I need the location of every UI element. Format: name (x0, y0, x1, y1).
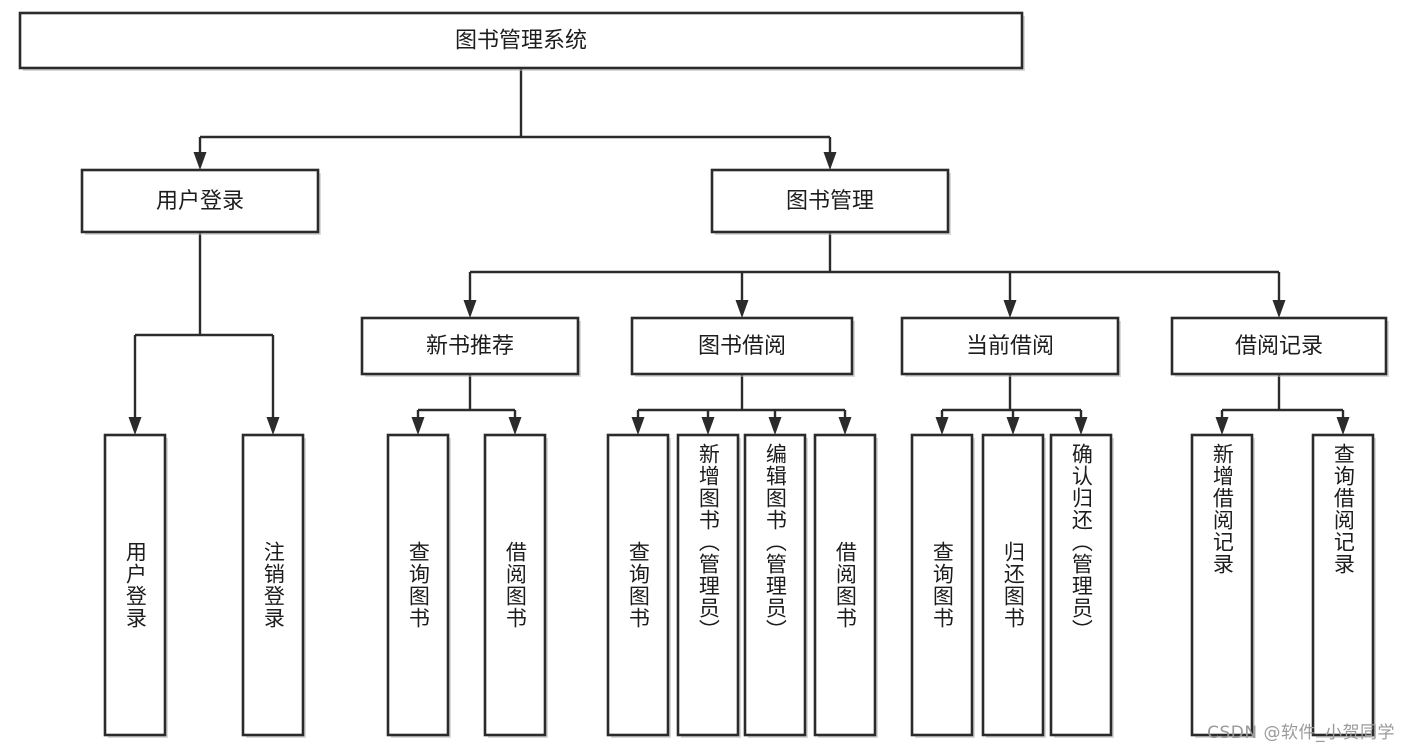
arrow-head-icon (838, 417, 852, 435)
node-label-root: 图书管理系统 (455, 29, 587, 54)
node-leaf-borrow-book-1[interactable] (483, 433, 548, 738)
node-leaf-query-book-3[interactable] (910, 433, 975, 738)
arrow-head-icon (1003, 300, 1017, 318)
arrow-head-icon (1272, 300, 1286, 318)
node-current-borrow[interactable]: 当前借阅 (900, 316, 1121, 377)
node-label-borrow-records: 借阅记录 (1235, 334, 1323, 359)
arrow-head-icon (266, 417, 280, 435)
node-leaf-query-book-1[interactable] (386, 433, 451, 738)
node-label-current-borrow: 当前借阅 (966, 334, 1054, 359)
arrow-head-icon (768, 417, 782, 435)
node-user-login[interactable]: 用户登录 (80, 168, 321, 235)
node-root[interactable]: 图书管理系统 (18, 11, 1025, 71)
arrow-head-icon (1336, 417, 1350, 435)
node-leaf-edit-book[interactable] (743, 433, 808, 738)
arrow-head-icon (508, 417, 522, 435)
node-leaf-add-borrow-record[interactable] (1190, 433, 1255, 738)
watermark-text: CSDN @软件_小贺同学 (1207, 723, 1395, 743)
node-label-user-login: 用户登录 (156, 189, 244, 214)
node-label-book-borrow: 图书借阅 (698, 334, 786, 359)
node-book-management[interactable]: 图书管理 (710, 168, 951, 235)
node-new-book-recommend[interactable]: 新书推荐 (360, 316, 581, 377)
node-leaf-return-book[interactable] (981, 433, 1046, 738)
connectors-layer (128, 68, 1350, 435)
node-leaf-borrow-book-2[interactable] (813, 433, 878, 738)
arrow-head-icon (1006, 417, 1020, 435)
arrow-head-icon (193, 152, 207, 170)
arrow-head-icon (701, 417, 715, 435)
arrow-head-icon (823, 152, 837, 170)
arrow-head-icon (128, 417, 142, 435)
node-label-new-book-recommend: 新书推荐 (426, 334, 514, 359)
node-leaf-query-borrow-record[interactable] (1311, 433, 1376, 738)
arrow-head-icon (1074, 417, 1088, 435)
node-leaf-user-logout[interactable] (241, 433, 306, 738)
node-leaf-user-login[interactable] (103, 433, 168, 738)
arrow-head-icon (411, 417, 425, 435)
node-leaf-add-book[interactable] (676, 433, 741, 738)
node-label-book-management: 图书管理 (786, 189, 874, 214)
arrow-head-icon (1215, 417, 1229, 435)
arrow-head-icon (463, 300, 477, 318)
arrow-head-icon (631, 417, 645, 435)
arrow-head-icon (735, 300, 749, 318)
node-leaf-confirm-return[interactable] (1049, 433, 1114, 738)
node-leaf-query-book-2[interactable] (606, 433, 671, 738)
node-borrow-records[interactable]: 借阅记录 (1170, 316, 1389, 377)
arrow-head-icon (935, 417, 949, 435)
node-book-borrow[interactable]: 图书借阅 (630, 316, 855, 377)
